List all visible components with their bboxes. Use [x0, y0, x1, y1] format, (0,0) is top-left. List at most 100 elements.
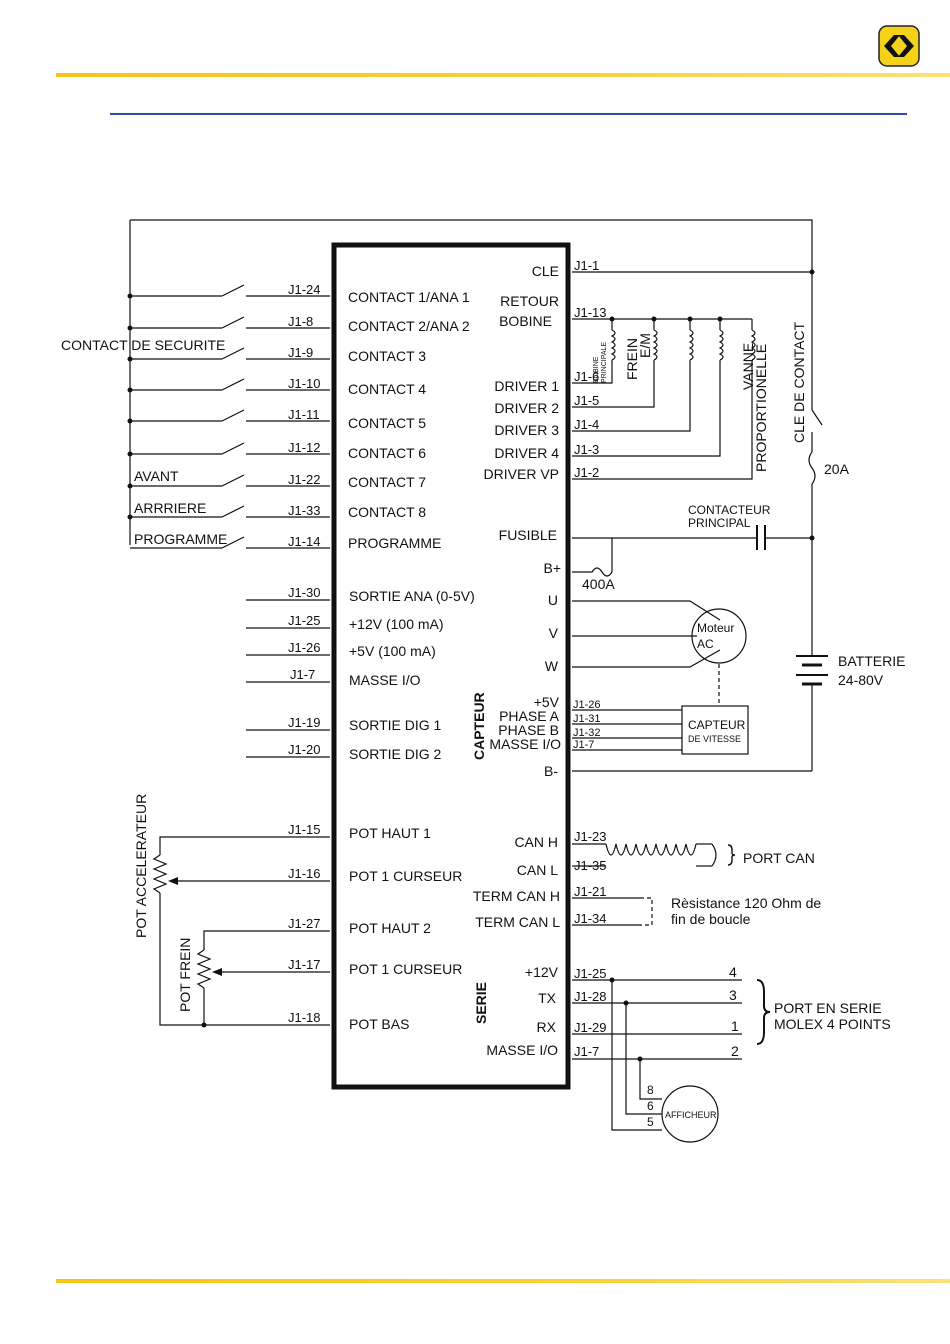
pin-label: J1-34	[574, 911, 607, 926]
function-label: B-	[544, 763, 558, 779]
function-label: CONTACT 4	[348, 381, 426, 397]
ac-label: AC	[697, 637, 714, 651]
bobine-principale-label-1: BOBINE	[593, 356, 600, 383]
header-blue-rule	[110, 113, 907, 115]
moteur-label: Moteur	[697, 621, 734, 635]
pin-label: J1-24	[288, 282, 321, 297]
avant-label: AVANT	[134, 468, 179, 484]
function-label: TERM CAN L	[475, 914, 560, 930]
pin-label: J1-3	[574, 442, 599, 457]
vanne-label: VANNE	[740, 343, 756, 390]
pin-label: J1-23	[574, 829, 607, 844]
pin-label: J1-29	[574, 1020, 607, 1035]
capteur-label: CAPTEUR	[688, 718, 746, 732]
function-label: BOBINE	[499, 313, 552, 329]
pin-label: J1-9	[288, 345, 313, 360]
function-label: DRIVER 1	[494, 378, 559, 394]
function-label: DRIVER 3	[494, 422, 559, 438]
function-label: TERM CAN H	[473, 888, 560, 904]
port-serie-label-2: MOLEX 4 POINTS	[774, 1016, 891, 1032]
function-label: +5V	[534, 694, 560, 710]
function-label: MASSE I/O	[489, 736, 561, 752]
pin-label: J1-7	[574, 1044, 599, 1059]
function-label: CONTACT 1/ANA 1	[348, 289, 470, 305]
contacteur-label: CONTACTEUR	[688, 503, 771, 517]
function-label: POT BAS	[349, 1016, 409, 1032]
port-serie-label-1: PORT EN SERIE	[774, 1000, 882, 1016]
contact-securite-label: CONTACT DE SECURITE	[61, 337, 225, 353]
pot-accelerateur	[152, 836, 330, 1026]
de-vitesse-label: DE VITESSE	[688, 734, 741, 744]
frein-label: FREIN	[624, 338, 640, 380]
pin-label: J1-4	[574, 417, 599, 432]
pin-label: J1-25	[574, 966, 607, 981]
resistance-label-1: Rèsistance 120 Ohm de	[671, 895, 821, 911]
capteur-vertical-label: CAPTEUR	[471, 692, 487, 760]
function-label: DRIVER 4	[494, 445, 559, 461]
function-label: TX	[538, 990, 557, 1006]
function-label: PROGRAMME	[348, 535, 441, 551]
function-label: SORTIE ANA (0-5V)	[349, 588, 475, 604]
pin-label: J1-26	[288, 640, 321, 655]
function-label: RETOUR	[500, 293, 559, 309]
pin-label: J1-26	[573, 699, 601, 711]
function-label: POT 1 CURSEUR	[349, 961, 462, 977]
header-yellow-bar	[56, 73, 950, 77]
function-label: DRIVER 2	[494, 400, 559, 416]
function-label: SORTIE DIG 1	[349, 717, 442, 733]
pin-label: J1-7	[290, 667, 315, 682]
function-label: POT HAUT 1	[349, 825, 431, 841]
pot-frein	[196, 930, 330, 1028]
function-label: PHASE A	[499, 708, 560, 724]
pin-label: J1-19	[288, 715, 321, 730]
pin-label: J1-17	[288, 957, 321, 972]
pin-label: J1-31	[573, 713, 601, 725]
serie-vertical-label: SERIE	[473, 982, 489, 1024]
pin-label: J1-15	[288, 822, 321, 837]
pin-label: J1-25	[288, 613, 321, 628]
pin-label: J1-20	[288, 742, 321, 757]
programme-label: PROGRAMME	[134, 531, 227, 547]
afficheur-pin-8: 8	[647, 1083, 654, 1097]
function-label: V	[549, 625, 559, 641]
pin-label: J1-30	[288, 585, 321, 600]
footer-yellow-bar	[56, 1279, 950, 1283]
function-label: CONTACT 6	[348, 445, 426, 461]
afficheur-circle	[661, 1085, 719, 1143]
afficheur-pin-6: 6	[647, 1099, 654, 1113]
batterie-v-label: 24-80V	[838, 672, 884, 688]
motor-circle	[691, 608, 747, 664]
function-label: POT HAUT 2	[349, 920, 431, 936]
pin-label: J1-14	[288, 534, 321, 549]
function-label: CAN H	[514, 834, 558, 850]
function-label: DRIVER VP	[484, 466, 559, 482]
pot-frein-label: POT FREIN	[177, 938, 193, 1012]
em-label: E/M	[637, 333, 653, 358]
function-label: CLE	[532, 263, 559, 279]
pin-label: J1-16	[288, 866, 321, 881]
arriere-label: ARRRIERE	[134, 500, 206, 516]
function-label: +12V	[525, 964, 559, 980]
capteur-box	[681, 705, 749, 755]
resistance-label-2: fin de boucle	[671, 911, 751, 927]
pin-label: J1-33	[288, 503, 321, 518]
serial-pin-3: 3	[729, 987, 737, 1003]
pin-label: J1-13	[574, 305, 607, 320]
pin-label: J1-2	[574, 465, 599, 480]
serial-pin-1: 1	[731, 1018, 739, 1034]
safety-contacts	[127, 284, 330, 549]
bobine-principale-label-2: PRINCIPALE	[601, 342, 608, 383]
afficheur-pin-5: 5	[647, 1115, 654, 1129]
pot-accelerateur-label: POT ACCELERATEUR	[133, 794, 149, 938]
serial-pin-4: 4	[729, 964, 737, 980]
function-label: MASSE I/O	[349, 672, 421, 688]
afficheur-label: AFFICHEUR	[665, 1110, 717, 1120]
function-label: CONTACT 3	[348, 348, 426, 364]
function-label: POT 1 CURSEUR	[349, 868, 462, 884]
cle-de-contact-label: CLE DE CONTACT	[791, 321, 807, 443]
principal-label: PRINCIPAL	[688, 516, 751, 530]
coils	[572, 319, 756, 480]
pin-label: J1-32	[573, 727, 601, 739]
port-can-label: PORT CAN	[743, 850, 815, 866]
pin-label: J1-35	[574, 858, 607, 873]
